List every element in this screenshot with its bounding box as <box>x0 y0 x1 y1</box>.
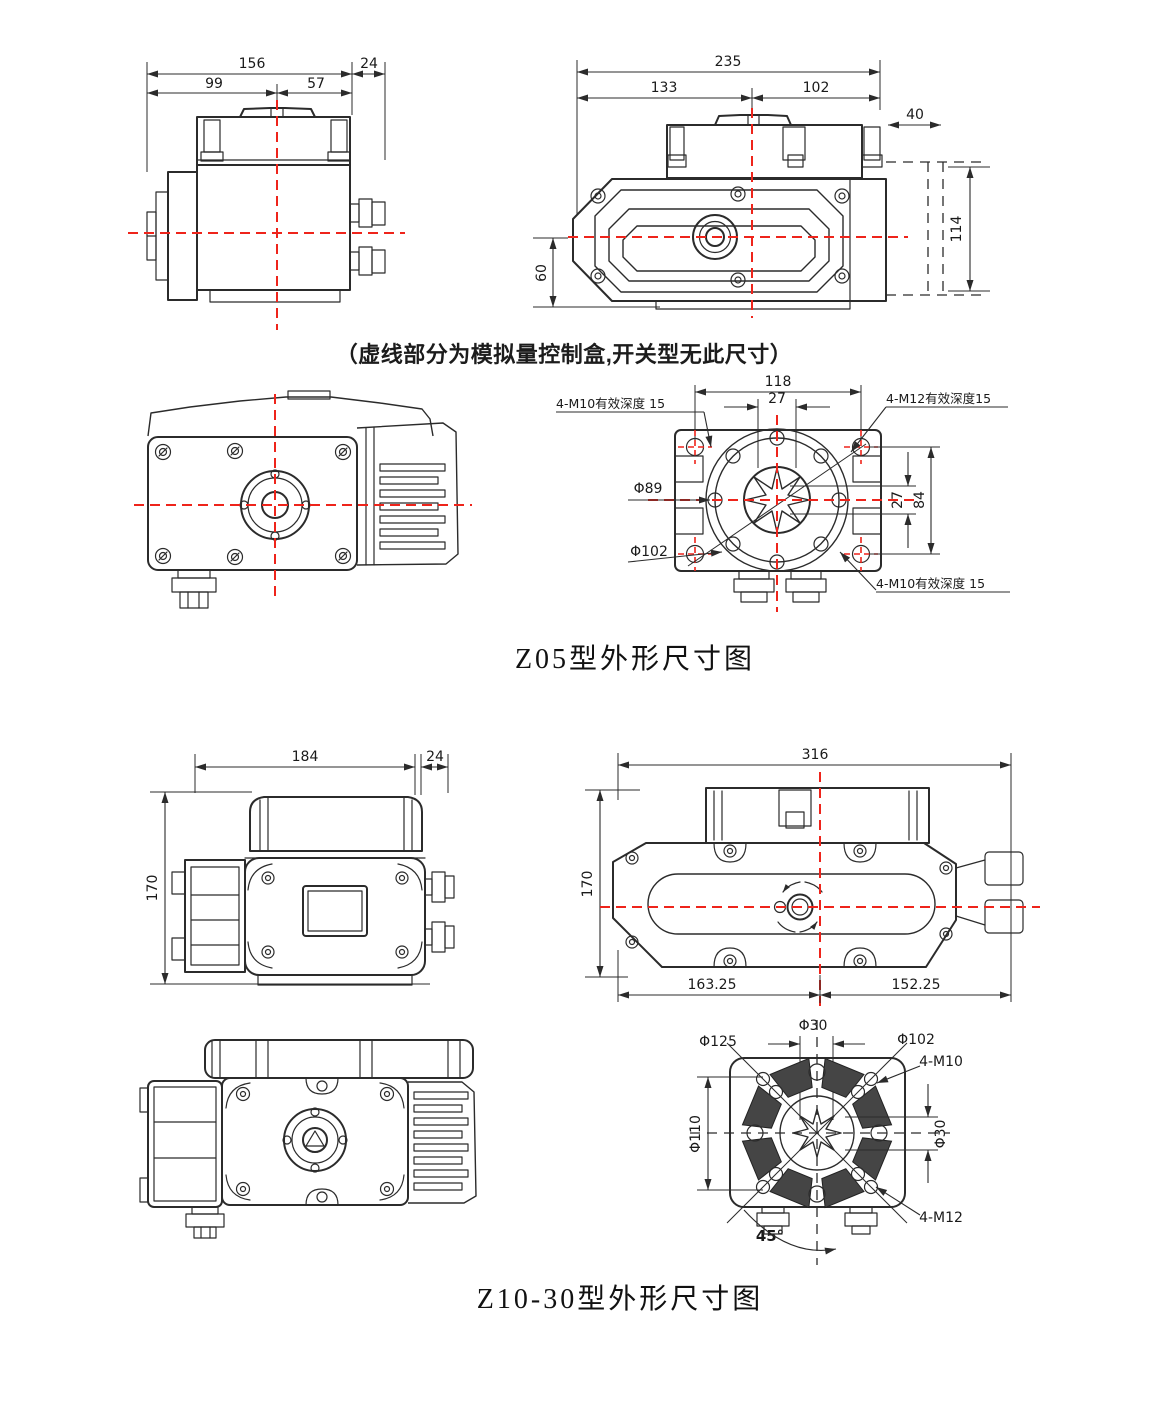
z10-top-view: 316 170 <box>580 747 1040 1010</box>
label-z10-m12: 4-M12 <box>919 1210 963 1226</box>
dim-z10-side-height: 170 <box>145 875 161 902</box>
dim-z05-top-total: 235 <box>715 54 742 70</box>
dim-z05-top-bottom-h: 60 <box>534 264 550 282</box>
z10-mount-view: Φ30 Φ125 Φ102 4-M10 <box>688 1018 963 1265</box>
dim-z10-top-height: 170 <box>580 871 596 898</box>
label-z10-dia125: Φ125 <box>699 1034 737 1050</box>
z10-side-view: 184 24 170 <box>145 749 455 986</box>
z05-bottom-view <box>134 390 472 609</box>
display-window <box>302 885 368 937</box>
label-z10-dia102: Φ102 <box>897 1032 935 1048</box>
z05-top-view: 235 133 102 40 114 60 <box>533 54 990 318</box>
label-z05-thread-br: 4-M10有效深度 15 <box>876 576 985 591</box>
label-z05-thread-tl: 4-M10有效深度 15 <box>556 396 665 411</box>
dim-z05-top-box-h: 114 <box>949 216 965 243</box>
label-z10-m10: 4-M10 <box>919 1054 963 1070</box>
dim-z05-mount-27-top: 27 <box>768 391 786 407</box>
label-z05-thread-tr: 4-M12有效深度15 <box>886 391 991 406</box>
dim-z05-side-total: 156 <box>239 56 266 72</box>
label-z05-dia102: Φ102 <box>630 544 668 560</box>
dim-z05-side-gland: 24 <box>360 56 378 72</box>
z05-drawing-title: Z05型外形尺寸图 <box>514 644 756 675</box>
z05-side-view: 156 24 99 57 <box>128 56 405 330</box>
dim-z10-mount-sq-top: Φ30 <box>799 1018 828 1034</box>
z05-mount-view: 118 27 <box>556 374 1010 612</box>
dim-z10-mount-sq-right: Φ30 <box>933 1120 949 1149</box>
label-z10-angle: 45° <box>756 1227 784 1245</box>
dim-z10-side-body: 184 <box>292 749 319 765</box>
dim-z10-top-left: 163.25 <box>688 977 737 993</box>
z10-bottom-view <box>139 1039 477 1239</box>
dim-z10-top-total: 316 <box>802 747 829 763</box>
dim-z05-top-right: 102 <box>803 80 830 96</box>
dim-z10-top-right: 152.25 <box>892 977 941 993</box>
dim-z10-mount-dia110: Φ110 <box>688 1115 704 1153</box>
dim-z05-top-box-w: 40 <box>906 107 924 123</box>
dim-z10-side-gland: 24 <box>426 749 444 765</box>
z10-drawing-title: Z10-30型外形尺寸图 <box>476 1284 764 1315</box>
dim-z05-top-left: 133 <box>651 80 678 96</box>
dim-z05-mount-27-right: 27 <box>890 491 906 509</box>
note-dashed-analog-box: （虚线部分为模拟量控制盒,开关型无此尺寸） <box>335 342 793 367</box>
dim-z05-side-right: 57 <box>307 76 325 92</box>
dim-z05-mount-118: 118 <box>765 374 792 390</box>
dim-z05-mount-84: 84 <box>912 491 928 509</box>
label-z05-dia89: Φ89 <box>634 481 663 497</box>
dim-z05-side-left: 99 <box>205 76 223 92</box>
